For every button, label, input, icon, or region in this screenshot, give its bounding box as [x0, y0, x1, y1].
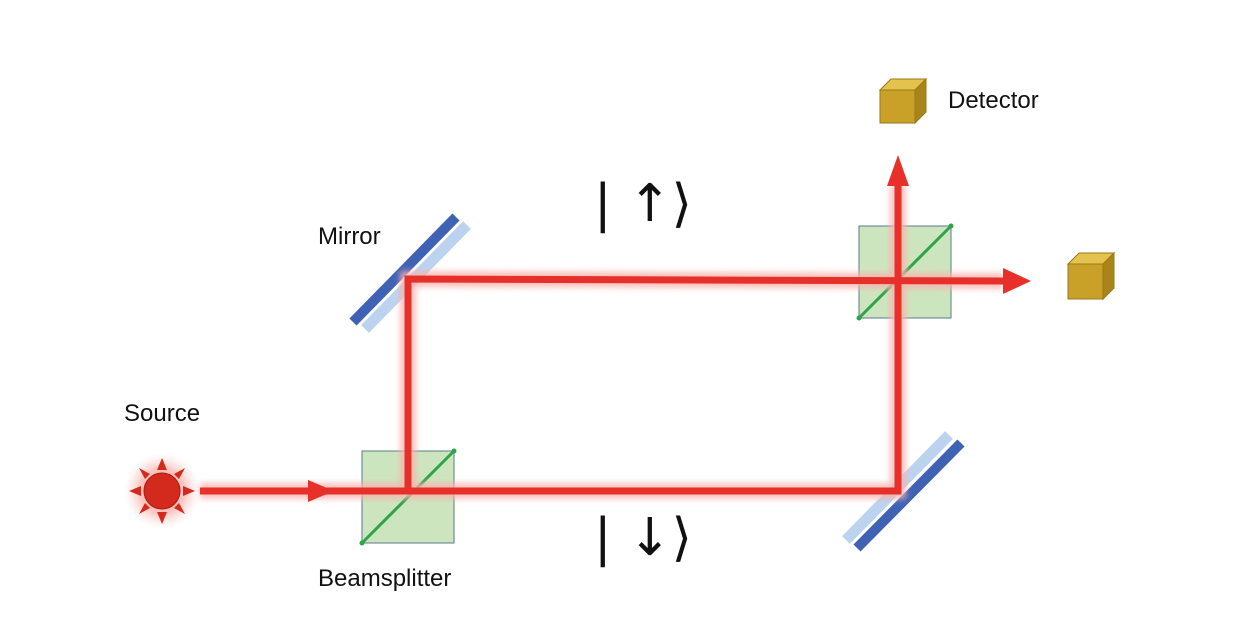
beam-lower-path — [200, 186, 902, 495]
state-up-ket: | ↑⟩ — [594, 174, 692, 234]
beamsplitter-label: Beamsplitter — [318, 565, 452, 592]
beam-arrow-source — [308, 480, 334, 502]
mirror-label: Mirror — [318, 223, 381, 250]
laser-beams — [200, 155, 1031, 502]
state-down-ket: | ↓⟩ — [594, 508, 692, 568]
detector-right-icon — [1066, 251, 1116, 301]
source-icon — [124, 453, 200, 529]
source-label: Source — [124, 400, 201, 427]
beam-upper-path — [404, 275, 1004, 491]
detector-label: Detector — [948, 87, 1039, 114]
detector-top-icon — [878, 77, 928, 125]
beam-arrow-right — [1003, 268, 1031, 294]
beam-arrow-up — [887, 155, 909, 186]
